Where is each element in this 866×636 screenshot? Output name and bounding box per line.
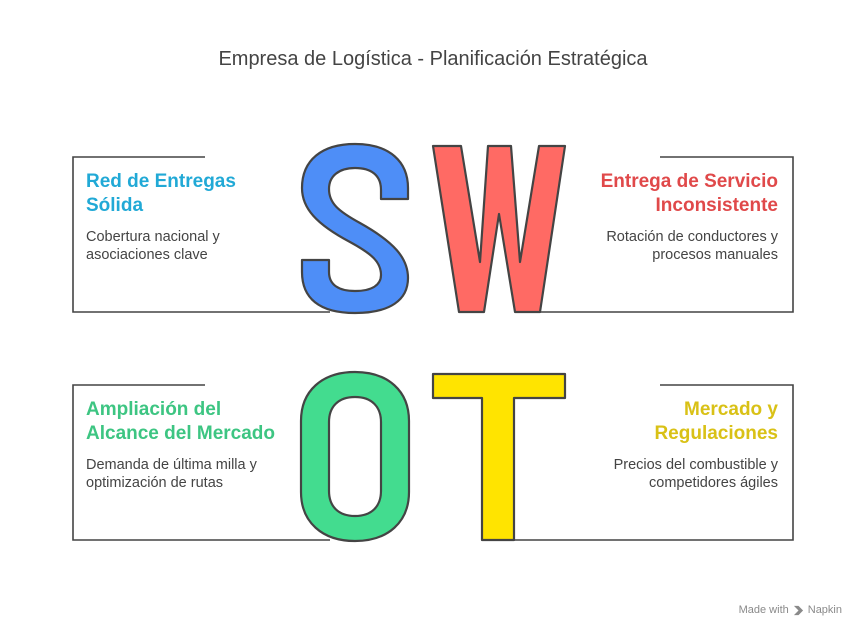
opportunities-frame (72, 384, 330, 541)
opportunities-description: Demanda de última milla y optimización d… (86, 456, 291, 492)
weaknesses-frame (538, 156, 794, 313)
opportunities-desc-line2: optimización de rutas (86, 475, 224, 491)
weaknesses-box: Entrega de Servicio Inconsistente Rotaci… (560, 170, 778, 264)
weaknesses-heading-line2: Inconsistente (655, 195, 778, 216)
weaknesses-desc-line2: procesos manuales (652, 247, 778, 263)
threats-description: Precios del combustible y competidores á… (578, 456, 778, 492)
letter-o-shape (299, 370, 411, 543)
strengths-heading-line2: Sólida (86, 195, 144, 216)
threats-frame (514, 384, 794, 541)
opportunities-box: Ampliación del Alcance del Mercado Deman… (86, 398, 291, 492)
strengths-heading: Red de Entregas Sólida (86, 170, 286, 218)
napkin-watermark: Made with Napkin (739, 604, 842, 616)
opportunities-desc-line1: Demanda de última milla y (86, 457, 257, 473)
opportunities-heading: Ampliación del Alcance del Mercado (86, 398, 291, 446)
letter-s-shape (300, 142, 410, 315)
weaknesses-heading-line1: Entrega de Servicio (600, 171, 778, 192)
threats-desc-line1: Precios del combustible y (613, 457, 778, 473)
strengths-desc-line2: asociaciones clave (86, 247, 208, 263)
strengths-frame (72, 156, 330, 313)
opportunities-heading-line2: Alcance del Mercado (86, 423, 276, 444)
weaknesses-description: Rotación de conductores y procesos manua… (560, 228, 778, 264)
strengths-box: Red de Entregas Sólida Cobertura naciona… (86, 170, 286, 264)
strengths-description: Cobertura nacional y asociaciones clave (86, 228, 286, 264)
made-with-label: Made with (738, 604, 789, 616)
opportunities-heading-line1: Ampliación del (86, 399, 222, 420)
threats-desc-line2: competidores ágiles (649, 475, 778, 491)
strengths-heading-line1: Red de Entregas (86, 171, 236, 192)
napkin-brand-label: Napkin (807, 604, 842, 616)
strengths-desc-line1: Cobertura nacional y (86, 229, 220, 245)
napkin-logo-icon (793, 605, 803, 615)
threats-box: Mercado y Regulaciones Precios del combu… (578, 398, 778, 492)
threats-heading-line2: Regulaciones (654, 423, 778, 444)
diagram-title: Empresa de Logística - Planificación Est… (218, 48, 648, 70)
weaknesses-heading: Entrega de Servicio Inconsistente (560, 170, 778, 218)
threats-heading: Mercado y Regulaciones (578, 398, 778, 446)
threats-heading-line1: Mercado y (684, 399, 778, 420)
weaknesses-desc-line1: Rotación de conductores y (606, 229, 778, 245)
letter-t-shape (431, 372, 567, 542)
letter-w-shape (431, 144, 567, 314)
